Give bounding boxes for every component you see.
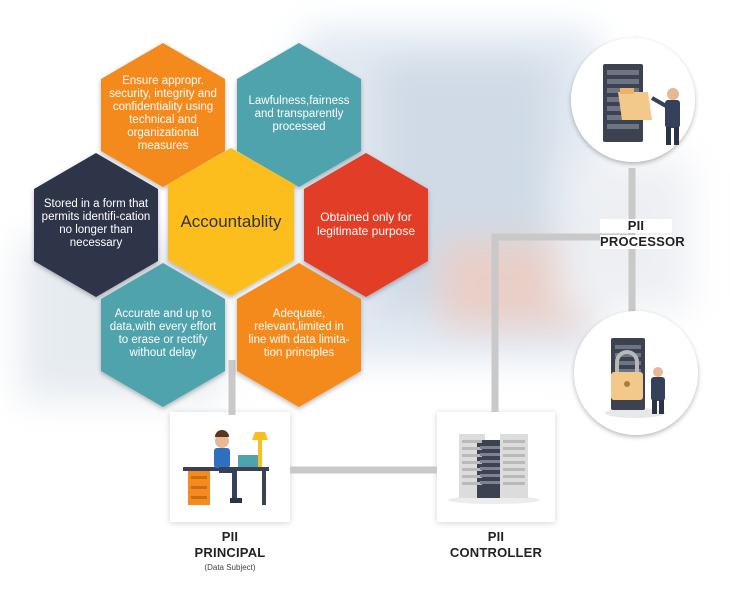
hex-center-text: Accountablity bbox=[180, 212, 282, 231]
connector-controller-processor bbox=[491, 233, 632, 412]
controller-label-line1: PII bbox=[487, 529, 505, 544]
hex-top-left-text: Ensure appropr. security, integrity and … bbox=[109, 75, 217, 152]
hex-bottom-right bbox=[237, 263, 361, 407]
principal-label-line1: PII bbox=[221, 529, 239, 544]
hex-top-right bbox=[237, 43, 361, 187]
processor-label-line1: PII bbox=[600, 219, 672, 233]
hex-right-text: Obtained only for legitimate purpose bbox=[316, 210, 416, 238]
principal-sublabel: (Data Subject) bbox=[204, 563, 256, 572]
hex-right bbox=[304, 153, 428, 297]
hex-top-right-text: Lawfulness,fairness and transparently pr… bbox=[248, 94, 350, 133]
hex-bottom-right-text: Adequate, relevant,limited in line with … bbox=[248, 308, 350, 359]
hex-left-text: Stored in a form that permits identifi-c… bbox=[41, 198, 151, 249]
principal-label-line2: PRINCIPAL bbox=[194, 545, 266, 560]
hex-left bbox=[34, 153, 158, 297]
server-lock-illustration bbox=[605, 338, 665, 418]
servers-illustration bbox=[448, 434, 540, 504]
person-desk-illustration bbox=[183, 430, 269, 505]
hex-bottom-left-text: Accurate and up to data,with every effor… bbox=[109, 308, 217, 359]
controller-label-line2: CONTROLLER bbox=[449, 545, 543, 560]
hex-center bbox=[168, 148, 294, 296]
processor-label-line2: PROCESSOR bbox=[600, 234, 685, 249]
hex-bottom-left bbox=[101, 263, 225, 407]
hex-top-left bbox=[101, 43, 225, 187]
connectors bbox=[228, 168, 636, 474]
server-folder-illustration bbox=[603, 64, 680, 145]
